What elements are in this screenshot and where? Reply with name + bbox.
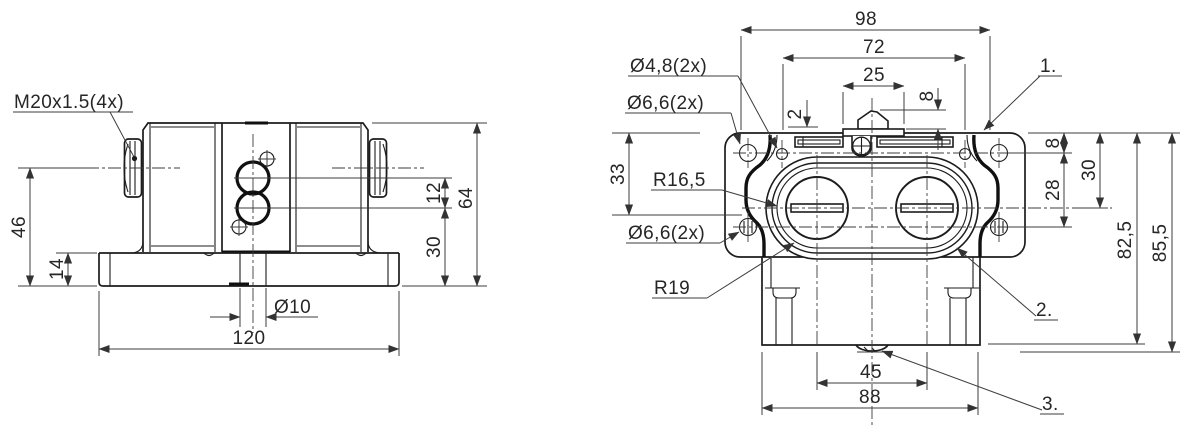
label-radius-inner: R16,5 — [653, 170, 706, 191]
dim-2: 2 — [785, 109, 806, 120]
dim-8-hole: 8 — [1043, 138, 1064, 149]
top-terminal-boss — [842, 110, 905, 157]
callout-1: 1. — [1040, 56, 1057, 77]
callout-3: 3. — [1042, 394, 1059, 415]
dim-88: 88 — [859, 387, 881, 408]
label-thread-size: M20x1.5(4x) — [14, 92, 124, 113]
front-dimensions: M20x1.5(4x) 46 14 12 30 64 Ø10 120 — [9, 92, 487, 356]
dim-82-5: 82,5 — [1115, 221, 1136, 260]
dim-14: 14 — [47, 258, 68, 280]
dim-25: 25 — [863, 65, 885, 86]
callout-2: 2. — [1036, 300, 1053, 321]
dim-30-front: 30 — [424, 236, 445, 258]
label-radius-outer: R19 — [654, 278, 690, 299]
dim-8-boss: 8 — [917, 91, 938, 102]
dim-28: 28 — [1043, 179, 1064, 201]
top-view: 98 72 25 2 8 8 28 30 82,5 85,5 33 45 88 … — [608, 9, 1180, 428]
dim-85-5: 85,5 — [1150, 224, 1171, 263]
dim-98: 98 — [855, 9, 877, 30]
dim-64: 64 — [456, 187, 477, 209]
label-small-holes: Ø4,8(2x) — [630, 56, 707, 77]
top-dimensions: 98 72 25 2 8 8 28 30 82,5 85,5 33 45 88 … — [608, 9, 1180, 415]
dim-12: 12 — [424, 182, 445, 204]
label-top-hole: Ø6,6(2x) — [627, 93, 704, 114]
dim-hole-dia-10: Ø10 — [274, 297, 311, 318]
dim-46: 46 — [9, 216, 30, 238]
top-lower-housing — [761, 257, 981, 353]
front-centerlines — [86, 134, 424, 333]
dim-72: 72 — [863, 37, 885, 58]
dim-120: 120 — [233, 328, 266, 349]
front-view: M20x1.5(4x) 46 14 12 30 64 Ø10 120 — [9, 92, 487, 356]
top-vent-strips — [794, 136, 954, 148]
dim-33: 33 — [608, 163, 629, 185]
label-bottom-hole: Ø6,6(2x) — [628, 223, 705, 244]
dim-45: 45 — [860, 362, 882, 383]
front-base-flange — [98, 240, 400, 287]
front-body — [142, 121, 369, 254]
dim-30-top: 30 — [1079, 159, 1100, 181]
